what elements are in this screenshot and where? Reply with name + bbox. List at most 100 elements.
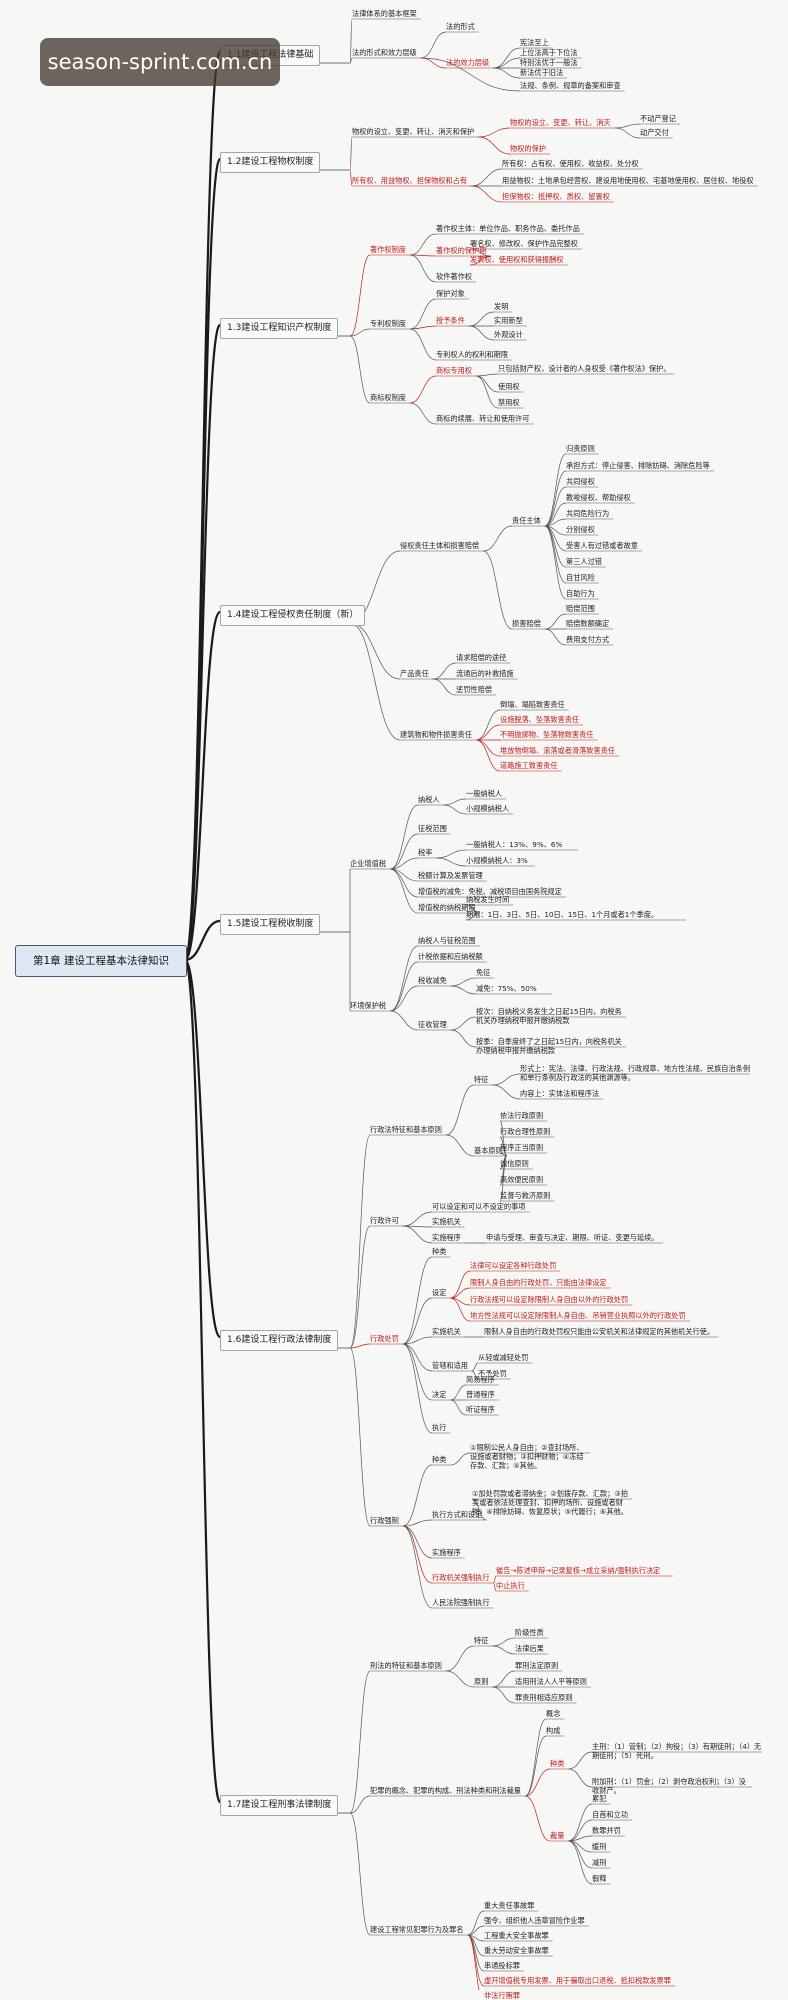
branch-topic[interactable]: 1.5建设工程税收制度: [220, 914, 321, 935]
topic-node[interactable]: 决定: [432, 1390, 447, 1399]
topic-node[interactable]: 非法行贿罪: [484, 1991, 520, 2000]
root-topic[interactable]: 第1章 建设工程基本法律知识: [15, 945, 187, 977]
topic-node[interactable]: 发表权、使用权和获得报酬权: [470, 255, 564, 264]
topic-node[interactable]: 从轻或减轻处罚: [478, 1353, 529, 1362]
topic-node[interactable]: 专利权人的权利和期限: [436, 350, 508, 359]
topic-node[interactable]: 自甘风险: [566, 573, 595, 582]
topic-node[interactable]: 免征: [476, 968, 491, 977]
topic-node[interactable]: 设施脱落、坠落致害责任: [500, 715, 580, 724]
topic-node[interactable]: 行政许可: [370, 1216, 399, 1225]
topic-node[interactable]: 一般纳税人: [466, 789, 502, 798]
topic-node[interactable]: 法的效力层级: [446, 58, 490, 67]
topic-node[interactable]: 地方性法规可以设定除限制人身自由、吊销营业执照以外的行政处罚: [470, 1311, 686, 1320]
topic-node[interactable]: 税率: [418, 848, 433, 857]
topic-node[interactable]: 概念: [546, 1709, 561, 1718]
topic-node[interactable]: 按次：自纳税义务发生之日起15日内，向税务机关办理纳税申报并缴纳税款: [476, 1007, 622, 1025]
topic-node[interactable]: 工程重大安全事故罪: [484, 1931, 549, 1940]
topic-node[interactable]: 共同侵权: [566, 477, 595, 486]
topic-node[interactable]: 软件著作权: [436, 272, 472, 281]
topic-node[interactable]: 赔偿数额确定: [566, 619, 610, 628]
topic-node[interactable]: 上位法高于下位法: [520, 48, 578, 57]
topic-node[interactable]: 重大劳动安全事故罪: [484, 1946, 549, 1955]
topic-node[interactable]: 附加刑：（1）罚金；（2）剥夺政治权利；（3）没收财产。: [592, 1777, 746, 1795]
topic-node[interactable]: 新法优于旧法: [520, 68, 564, 77]
topic-node[interactable]: 内容上：实体法和程序法: [520, 1089, 600, 1098]
topic-node[interactable]: 只包括财产权，设计者的人身权受《著作权法》保护。: [498, 364, 671, 373]
topic-node[interactable]: 适用刑法人人平等原则: [515, 1677, 587, 1686]
topic-node[interactable]: 数罪并罚: [592, 1826, 621, 1835]
topic-node[interactable]: 纳税发生时间: [466, 895, 510, 904]
topic-node[interactable]: 用益物权：土地承包经营权、建设用地使用权、宅基地使用权、居住权、地役权: [502, 176, 754, 185]
topic-node[interactable]: 流通后的补救措施: [456, 669, 514, 678]
topic-node[interactable]: 行政合理性原则: [500, 1127, 551, 1136]
topic-node[interactable]: 种类: [550, 1759, 565, 1768]
topic-node[interactable]: 实施程序: [432, 1548, 461, 1557]
topic-node[interactable]: 建筑物和物件损害责任: [400, 730, 472, 739]
topic-node[interactable]: 法规、条例、规章的备案和审查: [520, 81, 621, 90]
topic-node[interactable]: 特征: [474, 1075, 489, 1084]
branch-topic[interactable]: 1.4建设工程侵权责任制度（新）: [220, 605, 366, 626]
topic-node[interactable]: 管辖和适用: [432, 1361, 468, 1370]
topic-node[interactable]: 累犯: [592, 1794, 607, 1803]
topic-node[interactable]: 宪法至上: [520, 38, 549, 47]
topic-node[interactable]: 堆放物倒塌、滚落或者滑落致害责任: [500, 746, 616, 755]
topic-node[interactable]: 简易程序: [466, 1375, 495, 1384]
topic-node[interactable]: 产品责任: [400, 669, 429, 678]
topic-node[interactable]: 税额计算及发票管理: [418, 871, 483, 880]
topic-node[interactable]: 执行方式和设定: [432, 1510, 483, 1519]
topic-node[interactable]: 承担方式：停止侵害、排除妨碍、消除危险等: [566, 461, 710, 470]
topic-node[interactable]: 强令、组织他人违章冒险作业罪: [484, 1916, 585, 1925]
topic-node[interactable]: 禁用权: [498, 398, 520, 407]
topic-node[interactable]: 依法行政原则: [500, 1111, 544, 1120]
topic-node[interactable]: 普通程序: [466, 1390, 495, 1399]
topic-node[interactable]: 实施机关: [432, 1217, 461, 1226]
topic-node[interactable]: 增值税的纳税期限: [418, 903, 476, 912]
topic-node[interactable]: 惩罚性赔偿: [456, 685, 492, 694]
topic-node[interactable]: 虚开增值税专用发票、用于骗取出口退税、抵扣税款发票罪: [484, 1976, 671, 1985]
topic-node[interactable]: 限制人身自由的行政处罚权只能由公安机关和法律规定的其他机关行使。: [484, 1327, 715, 1336]
topic-node[interactable]: 商标专用权: [436, 366, 472, 375]
topic-node[interactable]: 署名权、修改权、保护作品完整权: [470, 239, 578, 248]
topic-node[interactable]: 限制人身自由的行政处罚，只能由法律设定: [470, 1278, 607, 1287]
topic-node[interactable]: 缓刑: [592, 1842, 607, 1851]
topic-node[interactable]: 听证程序: [466, 1405, 495, 1414]
topic-node[interactable]: 纳税人与征税范围: [418, 936, 476, 945]
topic-node[interactable]: 著作权的保护期: [436, 246, 487, 255]
topic-node[interactable]: 不予处罚: [478, 1369, 507, 1378]
topic-node[interactable]: 商标权制度: [370, 393, 406, 402]
topic-node[interactable]: 基本原则: [474, 1146, 503, 1155]
topic-node[interactable]: 不动产登记: [640, 114, 676, 123]
topic-node[interactable]: 法律体系的基本框架: [352, 9, 417, 18]
topic-node[interactable]: 商标的续展、转让和使用许可: [436, 414, 530, 423]
topic-node[interactable]: 著作权主体：单位作品、职务作品、委托作品: [436, 224, 580, 233]
topic-node[interactable]: 实用新型: [494, 316, 523, 325]
topic-node[interactable]: 法的形式: [446, 22, 475, 31]
topic-node[interactable]: 计税依据和应纳税额: [418, 952, 483, 961]
topic-node[interactable]: 费用支付方式: [566, 635, 610, 644]
topic-node[interactable]: 实施机关: [432, 1327, 461, 1336]
topic-node[interactable]: 行政法规可以设定除限制人身自由以外的行政处罚: [470, 1295, 629, 1304]
topic-node[interactable]: 受害人有过错或者故意: [566, 541, 638, 550]
topic-node[interactable]: 申请与受理、审查与决定、期限、听证、变更与延续。: [486, 1233, 659, 1242]
topic-node[interactable]: 征税范围: [418, 824, 447, 833]
topic-node[interactable]: 征收管理: [418, 1020, 447, 1029]
topic-node[interactable]: 发明: [494, 302, 509, 311]
topic-node[interactable]: 建设工程常见犯罪行为及罪名: [370, 1925, 464, 1934]
topic-node[interactable]: 授予条件: [436, 316, 465, 325]
topic-node[interactable]: 法律后果: [515, 1644, 544, 1653]
topic-node[interactable]: 法律可以设定各种行政处罚: [470, 1261, 557, 1270]
topic-node[interactable]: 中止执行: [496, 1581, 525, 1590]
topic-node[interactable]: 侵权责任主体和损害赔偿: [400, 541, 480, 550]
topic-node[interactable]: 企业增值税: [350, 859, 386, 868]
branch-topic[interactable]: 1.6建设工程行政法律制度: [220, 1330, 339, 1351]
topic-node[interactable]: 所有权、用益物权、担保物权和占有: [352, 176, 468, 185]
topic-node[interactable]: 按季：自季度终了之日起15日内，向税务机关办理纳税申报并缴纳税款: [476, 1037, 622, 1055]
topic-node[interactable]: 行政机关强制执行: [432, 1573, 490, 1582]
topic-node[interactable]: 执行: [432, 1423, 447, 1432]
topic-node[interactable]: 阶级性质: [515, 1628, 544, 1637]
topic-node[interactable]: 罪责刑相适应原则: [515, 1693, 573, 1702]
topic-node[interactable]: 归责原则: [566, 444, 595, 453]
topic-node[interactable]: 可以设定和可以不设定的事项: [432, 1202, 526, 1211]
topic-node[interactable]: 种类: [432, 1247, 447, 1256]
topic-node[interactable]: 赔偿范围: [566, 604, 595, 613]
